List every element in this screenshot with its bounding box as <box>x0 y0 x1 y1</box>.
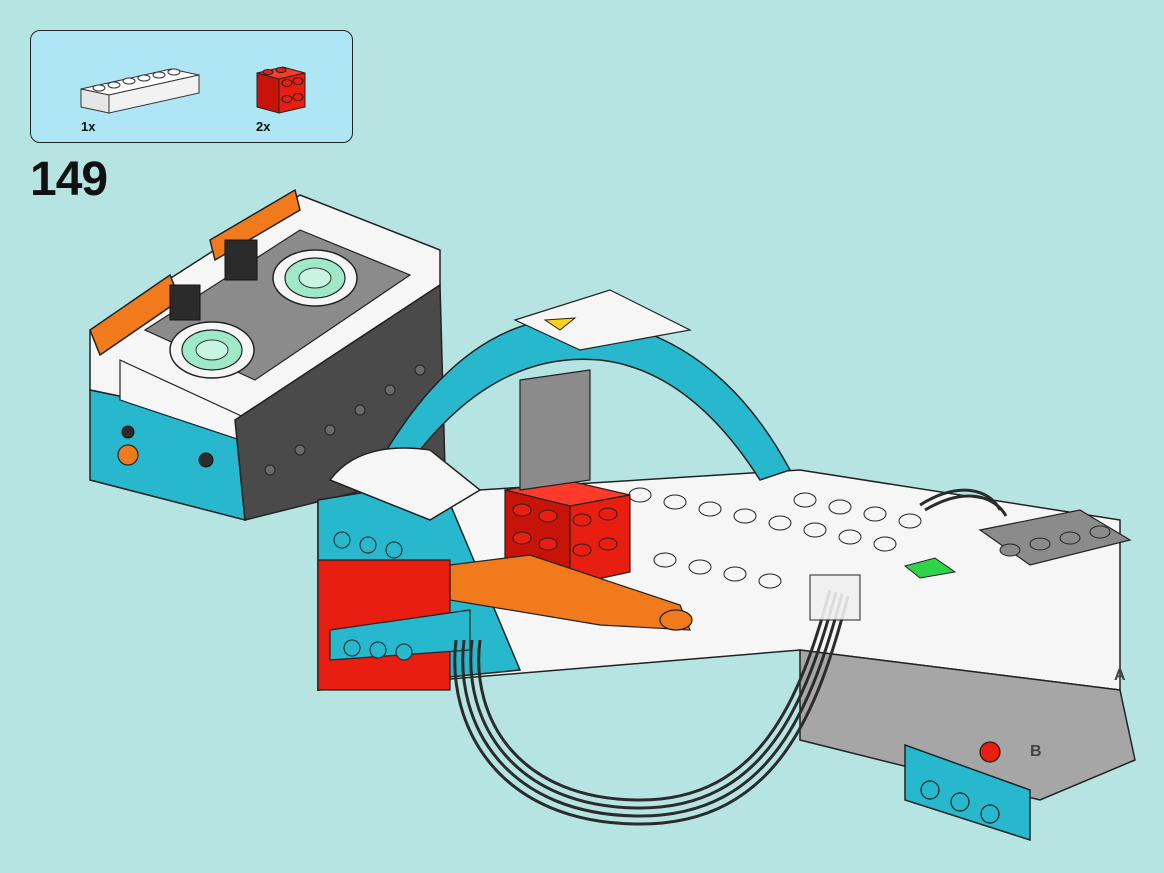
hub-port-label-b: B <box>1030 743 1042 760</box>
ultrasonic-sensor-eyes <box>169 249 358 379</box>
red-brick-2x2-icon <box>253 59 309 117</box>
part-qty-red-brick: 2x <box>256 119 271 134</box>
new-red-bricks <box>504 479 631 586</box>
white-brick-1x6-icon <box>79 53 201 115</box>
part-qty-white-brick: 1x <box>81 119 96 134</box>
sensor-module <box>89 188 446 521</box>
parts-list-callout: 1x 2x <box>30 30 353 143</box>
hub-port-label-a: A <box>1114 667 1126 684</box>
step-number: 149 <box>30 153 108 206</box>
cable-connector-icon <box>809 574 861 621</box>
main-chassis: A B <box>317 289 1136 842</box>
motor-cable <box>453 488 1008 826</box>
